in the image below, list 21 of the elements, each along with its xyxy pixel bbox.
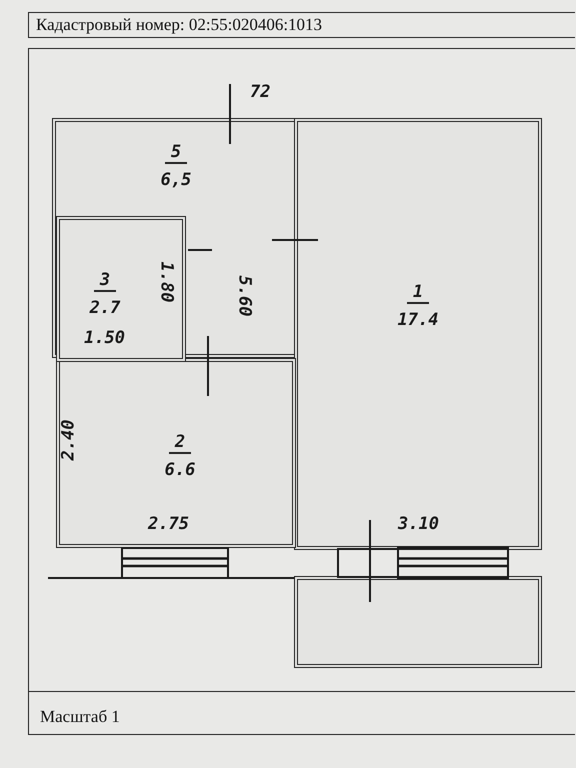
scale-text: Масштаб 1 [40,707,120,727]
room-outline [56,358,296,548]
room-outline [56,216,186,362]
room-number: 2 [168,432,192,454]
room-number: 5 [164,142,188,164]
dimension-text: 2.40 [58,420,78,460]
room-area: 2.7 [90,298,120,318]
room-area: 17.4 [398,310,438,330]
balcony-outline [294,576,542,668]
cadastral-number-text: Кадастровый номер: 02:55:020406:1013 [36,15,322,35]
room-area: 6.6 [164,460,196,480]
room-outline [294,118,542,550]
room-number: 3 [94,270,116,292]
room-area: 6,5 [160,170,192,190]
dimension-text: 1.50 [84,328,125,348]
dimension-text: 1.80 [156,262,176,302]
room-number: 1 [406,282,430,304]
dimension-text: 5.60 [234,276,254,316]
dimension-text: 72 [250,82,270,102]
dimension-text: 3.10 [398,514,439,534]
dimension-text: 2.75 [148,514,189,534]
